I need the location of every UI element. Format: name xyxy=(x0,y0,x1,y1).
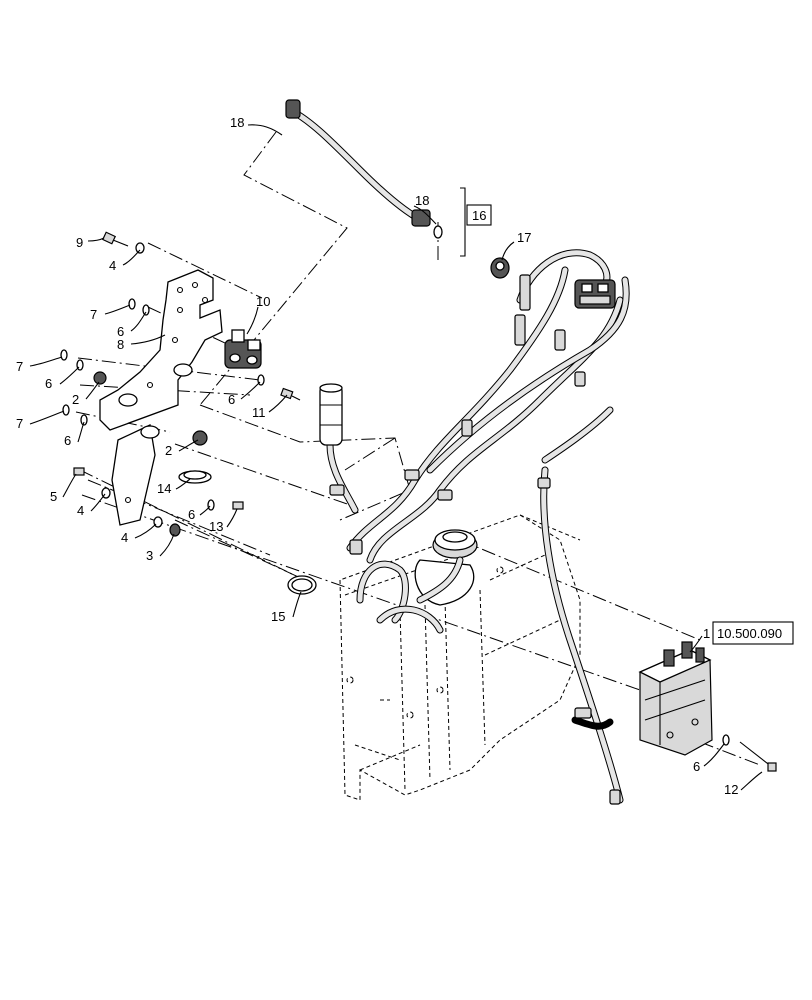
callout-9: 9 xyxy=(76,235,83,250)
callout-3: 3 xyxy=(146,548,153,563)
callout-4: 4 xyxy=(121,530,128,545)
callout-11: 11 xyxy=(252,405,266,420)
callout-17: 17 xyxy=(517,230,531,245)
callout-18: 18 xyxy=(415,193,429,208)
callout-13: 13 xyxy=(209,519,223,534)
callout-4: 4 xyxy=(109,258,116,273)
part-17-grommet xyxy=(490,257,510,279)
filter-canister xyxy=(319,383,343,446)
callout-1: 1 xyxy=(703,626,710,641)
bracket-part-8 xyxy=(99,269,223,431)
callout-7: 7 xyxy=(16,359,23,374)
callout-7: 7 xyxy=(16,416,23,431)
valve-part-10 xyxy=(224,329,262,369)
callout-15: 15 xyxy=(271,609,285,624)
connector-block xyxy=(574,279,616,309)
callout-4: 4 xyxy=(77,503,84,518)
reference-box xyxy=(712,621,794,645)
callout-6: 6 xyxy=(693,759,700,774)
leader-lines xyxy=(29,124,763,791)
callout-18: 18 xyxy=(230,115,244,130)
callout-5: 5 xyxy=(50,489,57,504)
reference-number: 10.500.090 xyxy=(717,626,782,641)
callout-6: 6 xyxy=(64,433,71,448)
callout-14: 14 xyxy=(157,481,171,496)
callout-labels: 18 18 16 17 9 4 7 6 8 10 7 6 2 6 11 7 6 … xyxy=(16,115,782,797)
callout-2: 2 xyxy=(72,392,79,407)
module-part-1 xyxy=(638,641,713,756)
callout-6: 6 xyxy=(188,507,195,522)
callout-6: 6 xyxy=(117,324,124,339)
hose-assembly xyxy=(286,106,630,804)
callout-16-box xyxy=(466,204,492,226)
lower-plate xyxy=(111,424,160,526)
callout-12: 12 xyxy=(724,782,738,797)
callout-8: 8 xyxy=(117,337,124,352)
callout-6: 6 xyxy=(45,376,52,391)
callout-16: 16 xyxy=(472,208,486,223)
callout-10: 10 xyxy=(256,294,270,309)
callout-2: 2 xyxy=(165,443,172,458)
hardware xyxy=(60,231,777,772)
clamps xyxy=(178,470,317,595)
callout-6: 6 xyxy=(228,392,235,407)
callout-7: 7 xyxy=(90,307,97,322)
tube-end-fittings xyxy=(285,99,466,257)
harness-clips xyxy=(329,274,621,805)
